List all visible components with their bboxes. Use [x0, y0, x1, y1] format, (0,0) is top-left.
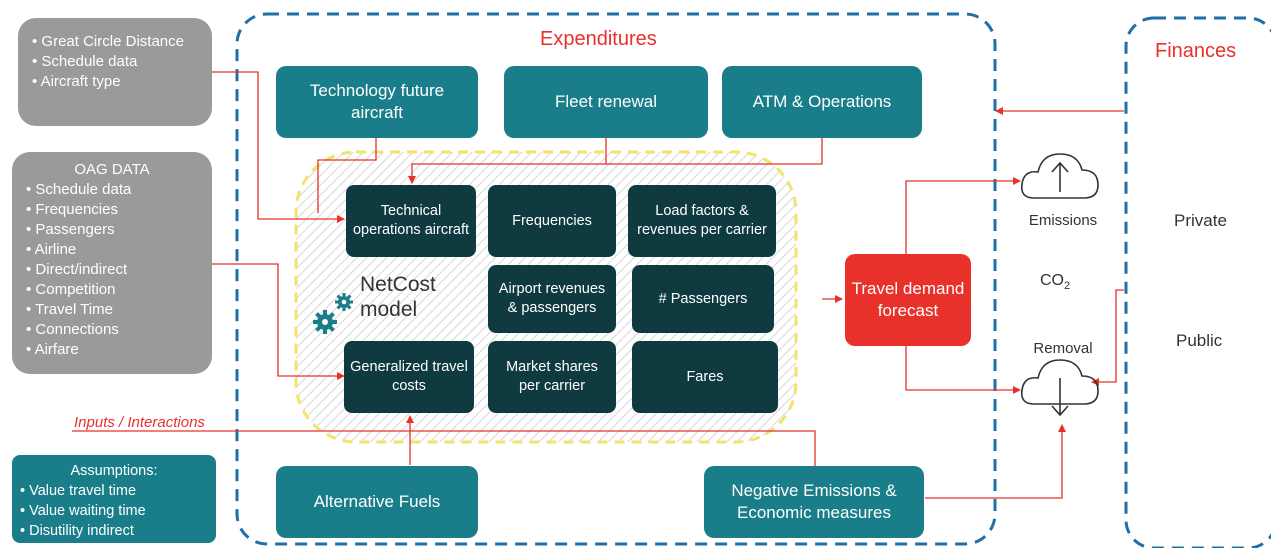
- removal-cloud-icon: [1020, 359, 1099, 417]
- market-shares-cell: Market shares per carrier: [488, 341, 616, 413]
- connector-forecast-emissions: [905, 177, 1021, 254]
- list-item: Value waiting time: [20, 501, 208, 521]
- airport-revenues-cell: Airport revenues & passengers: [488, 265, 616, 333]
- inputs-interactions-label: Inputs / Interactions: [74, 414, 205, 431]
- co2-text: CO: [1040, 272, 1064, 289]
- passengers-cell: # Passengers: [632, 265, 774, 333]
- list-item: Passengers: [26, 220, 198, 240]
- negative-emissions-box: Negative Emissions & Economic measures: [704, 466, 924, 538]
- travel-demand-forecast-box: Travel demand forecast: [845, 254, 971, 346]
- list-item: Aircraft type: [32, 72, 198, 92]
- load-factors-cell: Load factors & revenues per carrier: [628, 185, 776, 257]
- connector-oag-generalized: [212, 263, 345, 380]
- co2-subscript: 2: [1064, 280, 1071, 293]
- finances-title: Finances: [1155, 40, 1237, 62]
- list-item: Competition: [26, 280, 198, 300]
- list-item: Connections: [26, 320, 198, 340]
- connector-atm-technical: [408, 138, 823, 184]
- alternative-fuels-box: Alternative Fuels: [276, 466, 478, 538]
- finances-frame: [1124, 16, 1271, 548]
- co2-label: CO2: [1040, 272, 1070, 292]
- list-item: Frequencies: [26, 200, 198, 220]
- finances-public-label: Public: [1176, 331, 1223, 350]
- technical-operations-cell: Technical operations aircraft: [346, 185, 476, 257]
- list-item: Airfare: [26, 340, 198, 360]
- list-item: Disutility indirect: [20, 521, 208, 541]
- fares-cell: Fares: [632, 341, 778, 413]
- finances-private-label: Private: [1174, 211, 1227, 230]
- connector-finances-removal: [1091, 289, 1124, 386]
- generalized-travel-costs-cell: Generalized travel costs: [344, 341, 474, 413]
- fleet-renewal-box: Fleet renewal: [504, 66, 708, 138]
- expenditures-frame: [235, 12, 997, 546]
- expenditures-title: Expenditures: [540, 28, 657, 50]
- emissions-label: Emissions: [1028, 212, 1098, 229]
- list-item: Great Circle Distance: [32, 32, 198, 52]
- list-item: Value travel time: [20, 481, 208, 501]
- netcost-model-label: NetCost model: [360, 273, 436, 321]
- connector-forecast-removal: [905, 346, 1021, 394]
- list-item: Schedule data: [32, 52, 198, 72]
- connector-inputs: [72, 430, 816, 466]
- assumptions-box: Assumptions: Value travel time Value wai…: [12, 455, 216, 543]
- gears-icon: [313, 293, 353, 334]
- list-item: Airline: [26, 240, 198, 260]
- oag-input-box: OAG DATA Schedule data Frequencies Passe…: [12, 152, 212, 374]
- atm-operations-box: ATM & Operations: [722, 66, 922, 138]
- list-item: Direct/indirect: [26, 260, 198, 280]
- technology-future-aircraft-box: Technology future aircraft: [276, 66, 478, 138]
- oag-title: OAG DATA: [74, 161, 150, 178]
- frequencies-cell: Frequencies: [488, 185, 616, 257]
- removal-label: Removal: [1033, 340, 1093, 357]
- connector-technology-technical: [317, 138, 377, 213]
- list-item: Travel Time: [26, 300, 198, 320]
- list-item: Schedule data: [26, 180, 198, 200]
- assumptions-title: Assumptions:: [70, 463, 158, 479]
- emissions-cloud-icon: [1020, 153, 1099, 199]
- distance-input-box: Great Circle Distance Schedule data Airc…: [18, 18, 212, 126]
- connector-distance-technical: [212, 71, 345, 223]
- connector-negative-removal: [925, 424, 1066, 499]
